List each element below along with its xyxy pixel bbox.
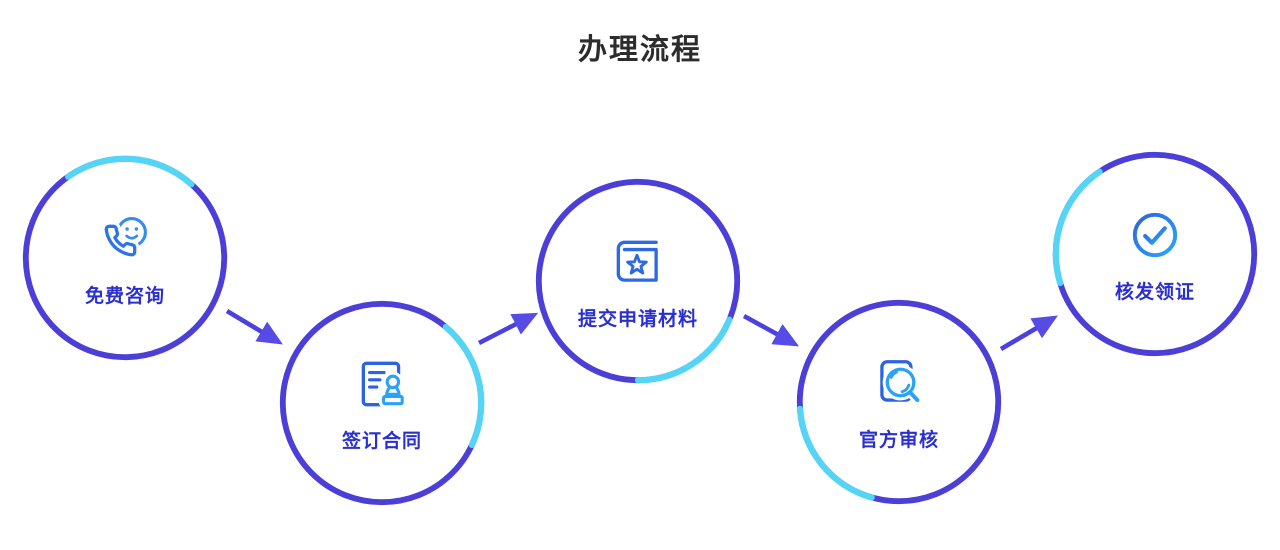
book-star-icon: [616, 240, 658, 282]
step-ring: [279, 300, 485, 506]
page-title: 办理流程: [577, 34, 702, 66]
step-label: 免费咨询: [84, 286, 165, 307]
flow-arrow-2: [477, 312, 539, 346]
step-ring: [1052, 151, 1258, 357]
step-sign-contract: 签订合同: [275, 296, 489, 510]
step-submit-materials: 提交申请材料: [531, 174, 745, 388]
step-official-review: 官方审核: [792, 295, 1006, 509]
step-ring: [796, 299, 1002, 505]
step-label: 核发领证: [1114, 282, 1195, 303]
step-issue-certificate: 核发领证: [1048, 147, 1262, 361]
step-free-consult: 免费咨询: [18, 151, 232, 365]
check-circle-icon: [1132, 212, 1178, 258]
document-magnifier-icon: [880, 360, 923, 405]
step-label: 官方审核: [858, 430, 939, 451]
flow-arrow-3: [742, 313, 800, 347]
step-label: 签订合同: [341, 431, 422, 452]
step-ring: [22, 155, 228, 361]
step-ring: [535, 178, 741, 384]
flow-arrow-4: [999, 315, 1058, 351]
step-label: 提交申请材料: [577, 309, 698, 330]
flow-arrow-1: [225, 309, 283, 345]
phone-smile-icon: [101, 217, 147, 260]
contract-stamp-icon: [361, 361, 407, 409]
